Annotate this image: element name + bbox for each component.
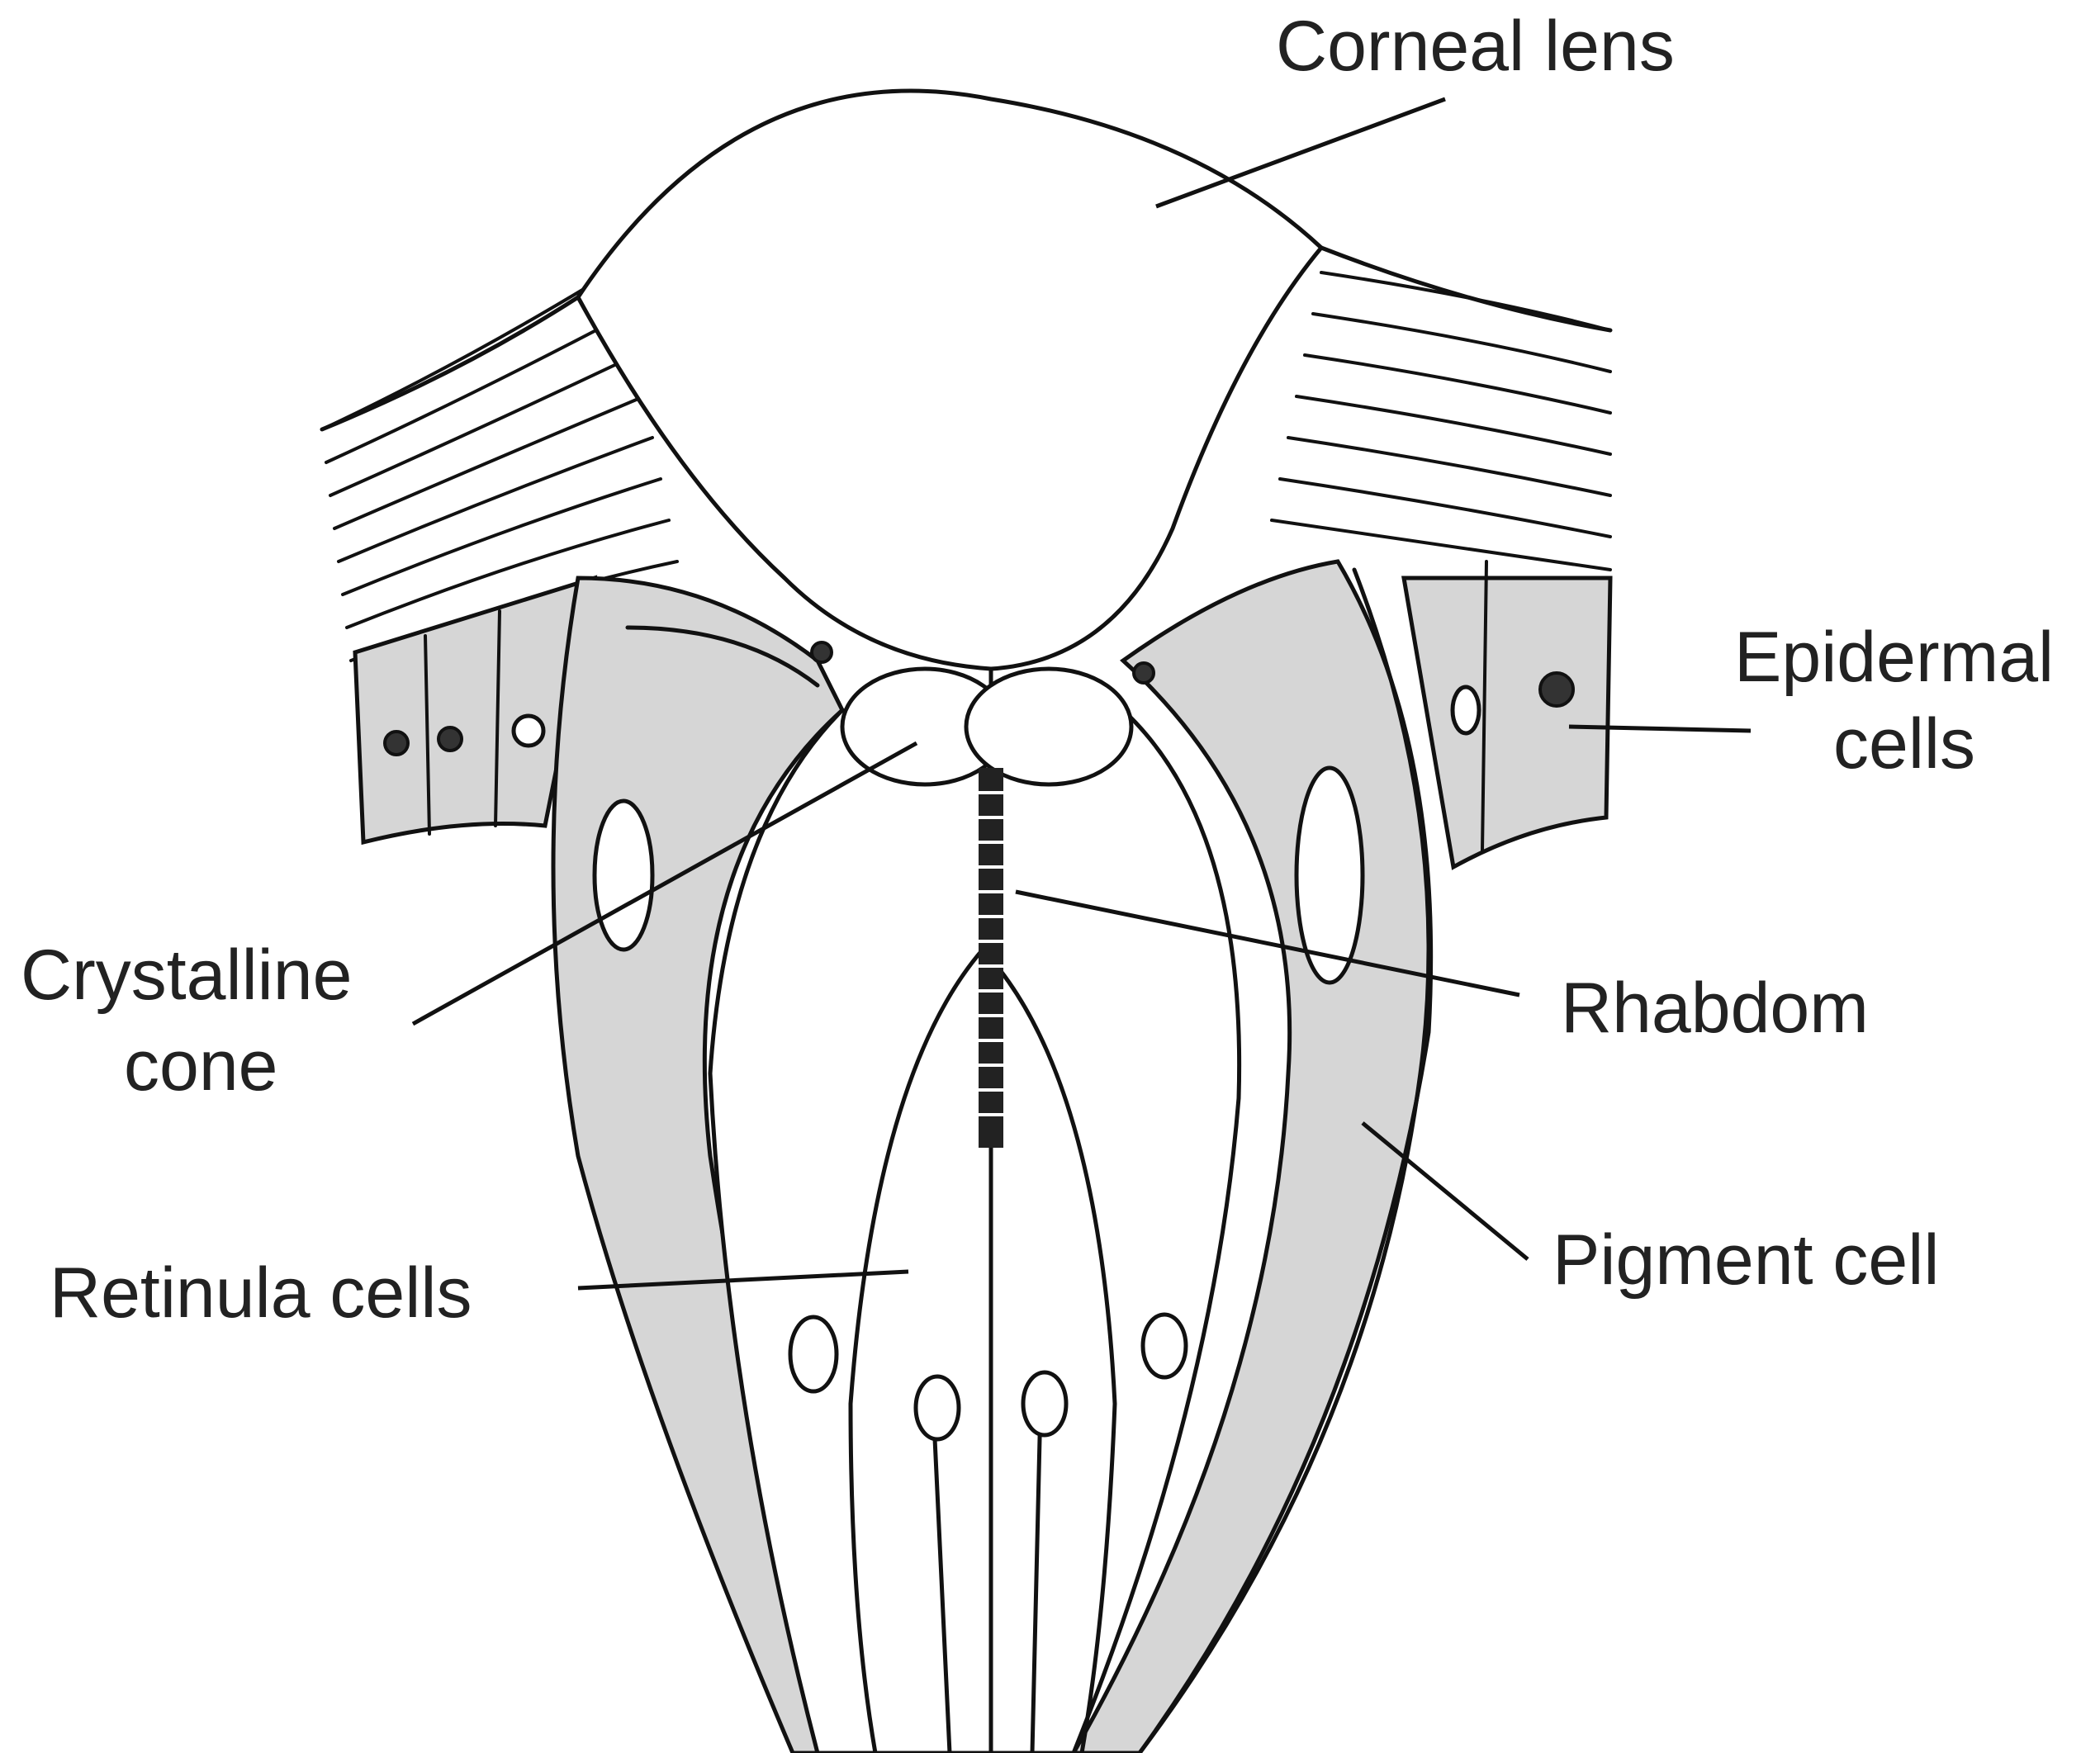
cuticle-right	[1272, 272, 1610, 570]
label-retinula-cells: Retinula cells	[50, 1253, 472, 1333]
label-crystalline-cone-1: Crystalline	[21, 936, 352, 1015]
label-corneal-lens: Corneal lens	[1276, 7, 1675, 86]
corneal-lens	[578, 91, 1321, 669]
epidermal-cells-right	[1404, 561, 1610, 867]
label-epidermal-cells-2: cells	[1833, 704, 1975, 784]
crystalline-cone	[842, 669, 1131, 784]
leader-corneal-lens	[1156, 99, 1445, 206]
label-epidermal-cells-1: Epidermal	[1734, 618, 2054, 697]
rhabdom	[974, 768, 1007, 1148]
label-rhabdom: Rhabdom	[1561, 969, 1869, 1048]
label-pigment-cell: Pigment cell	[1552, 1220, 1939, 1300]
label-crystalline-cone-2: cone	[124, 1026, 278, 1106]
